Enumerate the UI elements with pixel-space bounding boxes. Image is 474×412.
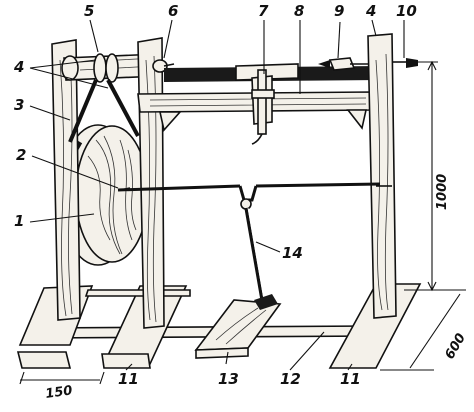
connecting-rod <box>244 207 265 301</box>
dimension-height: 1000 <box>435 174 450 210</box>
right-upright <box>367 33 418 319</box>
callout-8: 8 <box>294 2 304 20</box>
callout-3: 3 <box>14 96 24 114</box>
dimension-offset: 150 <box>44 383 73 402</box>
callout-labels: 5 6 7 8 9 4 10 4 3 2 1 14 13 12 11 11 <box>13 2 417 388</box>
callout-7: 7 <box>258 2 269 20</box>
left-upright-back <box>51 39 81 321</box>
lathe-center <box>318 57 368 71</box>
lathe-bed-rail <box>164 63 384 82</box>
callout-1: 1 <box>14 212 24 230</box>
callout-leaders <box>29 19 405 371</box>
callout-4-right: 4 <box>365 2 376 20</box>
callout-13: 13 <box>218 370 239 388</box>
right-skid <box>328 283 422 369</box>
crank-shaft <box>117 182 381 210</box>
callout-12: 12 <box>280 370 301 388</box>
dimension-depth: 600 <box>442 331 469 362</box>
callout-6: 6 <box>168 2 178 20</box>
callout-2: 2 <box>16 146 26 164</box>
tool-holder <box>251 69 275 145</box>
callout-4-left: 4 <box>13 58 24 76</box>
callout-9: 9 <box>334 2 344 20</box>
callout-10: 10 <box>396 2 417 20</box>
callout-11-right: 11 <box>340 370 361 388</box>
callout-11-left: 11 <box>118 370 139 388</box>
callout-14: 14 <box>282 244 303 262</box>
callout-5: 5 <box>84 2 94 20</box>
dimension-lines <box>19 60 466 385</box>
treadle-pedal <box>194 294 282 359</box>
